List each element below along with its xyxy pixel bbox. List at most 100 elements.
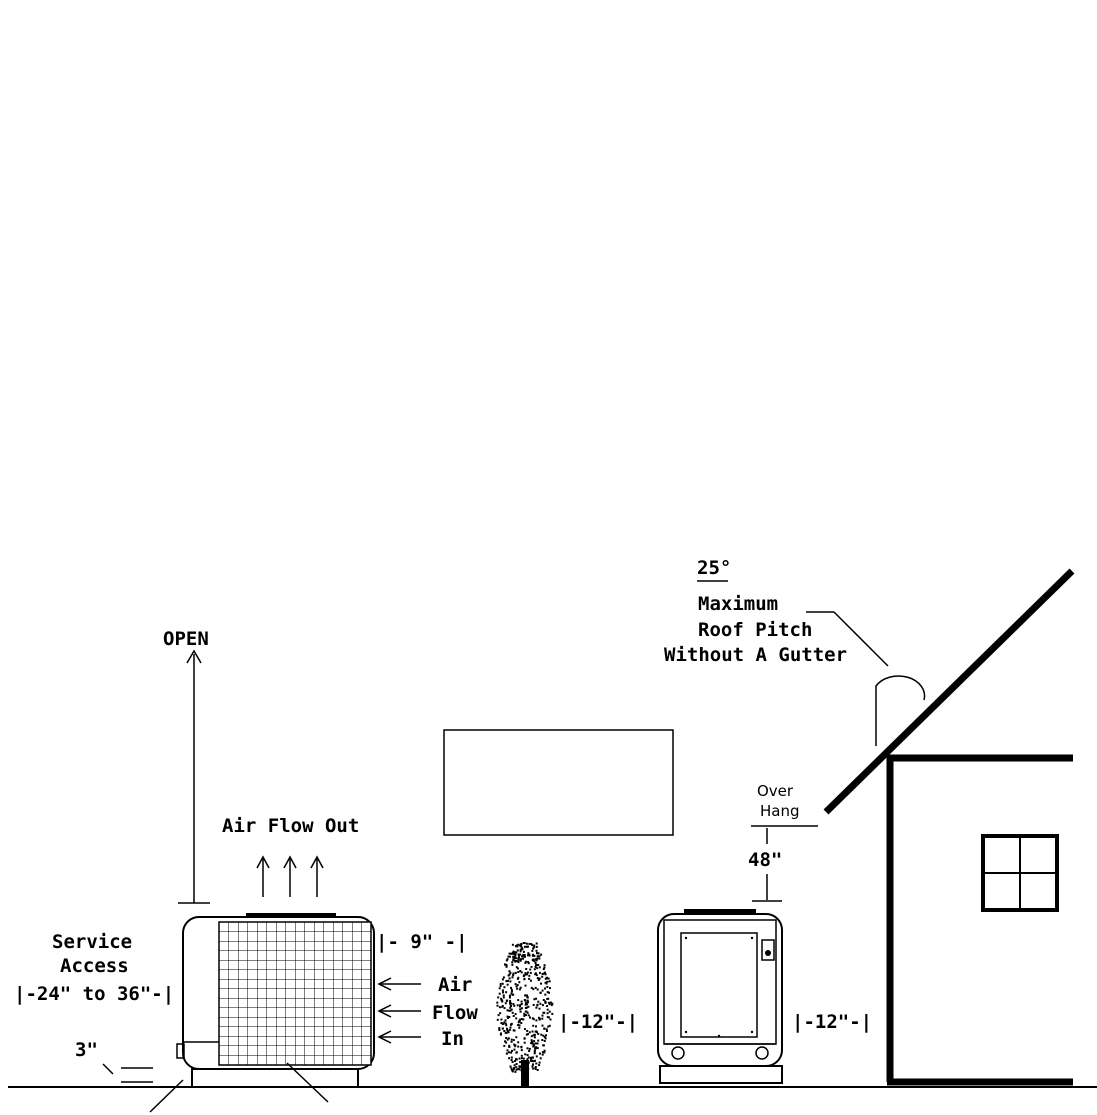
shrub-leaf-dot (536, 955, 539, 958)
shrub-leaf-dot (511, 976, 514, 979)
shrub-leaf-dot (497, 1014, 500, 1017)
shrub-leaf-dot (499, 982, 502, 985)
shrub-leaf-dot (514, 1070, 517, 1073)
shrub-leaf-dot (510, 988, 513, 991)
shrub-leaf-dot (536, 957, 539, 960)
shrub-leaf-dot (515, 1017, 518, 1020)
shrub-leaf-dot (524, 1003, 527, 1006)
shrub-leaf-dot (506, 983, 509, 986)
shrub-trunk (521, 1060, 529, 1087)
shrub-leaf-dot (544, 1001, 547, 1004)
shrub-leaf-dot (526, 1029, 529, 1032)
shrub-leaf-dot (508, 952, 511, 955)
shrub-leaf-dot (544, 971, 546, 974)
shrub-leaf-dot (544, 1037, 547, 1040)
shrub-leaf-dot (537, 979, 540, 981)
shrub-leaf-dot (510, 1067, 513, 1070)
shrub-leaf-dot (546, 1012, 549, 1015)
shrub-leaf-dot (549, 987, 551, 990)
shrub-leaf-dot (504, 1019, 507, 1022)
twelve-inch-left-label: |-12"-| (558, 1011, 638, 1033)
three-inch-marker (102, 1063, 153, 1083)
angle-label: 25° (697, 557, 731, 579)
shrub-leaf-dot (539, 1052, 541, 1055)
shrub-leaf-dot (507, 979, 509, 982)
shrub-leaf-dot (523, 999, 526, 1001)
shrub-leaf-dot (541, 975, 544, 978)
shrub-leaf-dot (525, 968, 528, 970)
shrub-leaf-dot (524, 994, 527, 997)
shrub-leaf-dot (543, 966, 546, 969)
overhang-label-hang: Hang (760, 802, 800, 820)
shrub-leaf-dot (541, 1053, 544, 1056)
shrub-leaf-dot (535, 1062, 538, 1065)
shrub-leaf-dot (515, 1036, 518, 1039)
shrub-leaf-dot (525, 945, 528, 948)
shrub-leaf-dot (532, 947, 535, 950)
shrub-leaf-dot (507, 974, 510, 977)
coil-leader-line (286, 1062, 329, 1103)
shrub-leaf-dot (514, 1060, 516, 1062)
shrub-leaf-dot (502, 996, 505, 999)
shrub-leaf-dot (515, 1066, 518, 1069)
shrub-leaf-dot (519, 1061, 522, 1064)
air-flow-out-label: Air Flow Out (222, 815, 359, 837)
shrub-leaf-dot (544, 1000, 547, 1003)
shrub-leaf-dot (510, 1056, 513, 1059)
shrub-leaf-dot (517, 961, 520, 964)
shrub-leaf-dot (517, 976, 520, 979)
shrub-leaf-dot (534, 973, 537, 976)
shrub-leaf-dot (514, 971, 517, 974)
shrub-leaf-dot (545, 982, 548, 985)
shrub-leaf-dot (510, 1008, 513, 1011)
shrub-leaf-dot (501, 982, 504, 985)
shrub-leaf-dot (511, 1070, 514, 1073)
shrub-leaf-dot (532, 1067, 535, 1070)
shrub-leaf-dot (504, 1022, 507, 1025)
shrub-leaf-dot (516, 987, 519, 990)
shrub-leaf-dot (524, 984, 527, 987)
shrub-leaf-dot (541, 1004, 544, 1007)
air-flow-out-arrows (256, 855, 324, 897)
shrub-leaf-dot (533, 954, 536, 957)
shrub-leaf-dot (526, 1058, 529, 1061)
shrub-leaf-dot (533, 960, 536, 963)
shrub-leaf-dot (520, 1054, 523, 1057)
shrub-leaf-dot (544, 987, 546, 990)
shrub-leaf-dot (542, 1034, 545, 1037)
shrub-leaf-dot (543, 1027, 546, 1030)
shrub-leaf-dot (531, 1030, 534, 1033)
shrub-leaf-dot (543, 1040, 546, 1042)
shrub-leaf-dot (524, 1066, 527, 1069)
shrub-leaf-dot (520, 946, 523, 949)
shrub-leaf-dot (518, 981, 521, 984)
shrub-leaf-dot (514, 953, 517, 956)
shrub-leaf-dot (535, 945, 538, 948)
shrub-leaf-dot (534, 964, 537, 967)
shrub-leaf-dot (531, 1040, 533, 1043)
shrub-leaf-dot (540, 953, 543, 956)
shrub-leaf-dot (539, 991, 542, 994)
shrub-leaf-dot (529, 1016, 531, 1019)
shrub-leaf-dot (526, 1011, 529, 1014)
shrub-leaf-dot (541, 989, 544, 992)
shrub-leaf-dot (509, 1006, 512, 1009)
shrub-leaf-dot (527, 1033, 529, 1036)
shrub-leaf-dot (540, 982, 542, 985)
left-unit-pad (191, 1068, 359, 1088)
shrub-leaf-dot (510, 1059, 513, 1061)
shrub-leaf-dot (525, 942, 528, 945)
shrub-leaf-dot (512, 972, 515, 975)
shrub-leaf-dot (517, 971, 520, 973)
shrub-leaf-dot (532, 1004, 535, 1006)
shrub-leaf-dot (533, 1052, 536, 1055)
left-unit-service-valve (176, 1043, 185, 1059)
right-unit-access-panel (680, 932, 758, 1038)
shrub-leaf-dot (544, 973, 547, 976)
shrub-leaf-dot (535, 1019, 538, 1022)
shrub-leaf-dot (527, 1067, 530, 1070)
shrub-leaf-dot (526, 994, 529, 997)
shrub-leaf-dot (523, 977, 526, 980)
shrub-leaf-dot (523, 1012, 526, 1015)
shrub-leaf-dot (531, 959, 534, 962)
